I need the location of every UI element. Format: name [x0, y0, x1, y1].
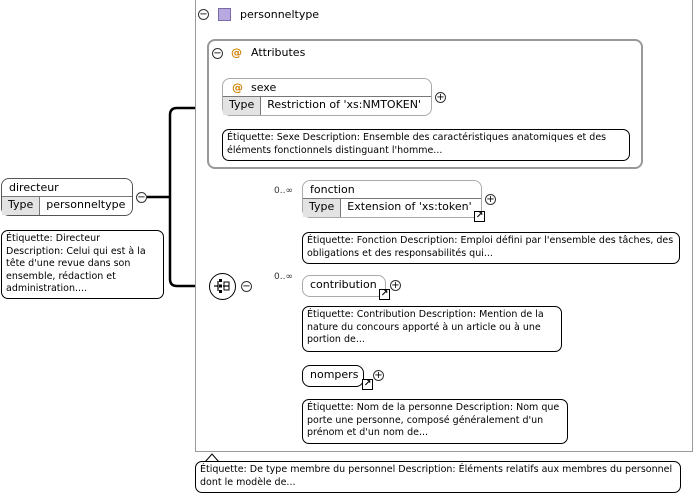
root-element-name: directeur [9, 181, 59, 194]
complex-type-note: Étiquette: De type membre du personnel D… [195, 461, 681, 493]
root-type-row: Type personneltype [2, 196, 132, 215]
type-label: Type [2, 197, 41, 215]
attribute-at-icon: @ [232, 81, 243, 94]
root-collapse-icon[interactable]: − [136, 192, 147, 203]
attribute-name: sexe [251, 81, 277, 94]
type-value: personneltype [46, 198, 126, 211]
sequence-compositor-icon[interactable] [209, 273, 236, 300]
child-element-name: nompers [310, 368, 359, 381]
complex-type-collapse-icon[interactable]: − [198, 9, 209, 20]
child-element-name: contribution [310, 278, 377, 291]
root-note: Étiquette: Directeur Description: Celui … [1, 230, 164, 299]
attribute-type-row: Type Restriction of 'xs:NMTOKEN' [223, 96, 431, 115]
root-element-directeur[interactable]: directeur Type personneltype [1, 178, 133, 216]
attributes-at-icon: @ [231, 46, 242, 59]
nompers-note: Étiquette: Nom de la personne Descriptio… [302, 399, 568, 444]
attributes-header: Attributes [251, 46, 306, 59]
contribution-occurrence: 0..∞ [274, 272, 293, 282]
complex-type-icon [218, 8, 231, 21]
type-value: Restriction of 'xs:NMTOKEN' [267, 98, 422, 111]
fonction-type-row: Type Extension of 'xs:token' [303, 198, 481, 217]
child-element-name: fonction [310, 183, 355, 196]
complex-type-name: personneltype [240, 8, 320, 21]
contribution-note: Étiquette: Contribution Description: Men… [302, 306, 562, 352]
attribute-sexe-note: Étiquette: Sexe Description: Ensemble de… [222, 129, 630, 161]
sequence-collapse-icon[interactable]: − [241, 281, 252, 292]
nompers-expand-icon[interactable]: + [373, 370, 384, 381]
child-element-fonction[interactable]: fonction Type Extension of 'xs:token' [302, 180, 482, 218]
attribute-expand-icon[interactable]: + [435, 92, 446, 103]
attribute-sexe[interactable]: @ sexe Type Restriction of 'xs:NMTOKEN' [222, 78, 432, 116]
fonction-note: Étiquette: Fonction Description: Emploi … [302, 232, 680, 264]
fonction-expand-icon[interactable]: + [485, 194, 496, 205]
contribution-expand-icon[interactable]: + [390, 280, 401, 291]
child-element-nompers[interactable]: nompers [302, 365, 364, 387]
type-value: Extension of 'xs:token' [347, 200, 472, 213]
child-element-contribution[interactable]: contribution [302, 275, 386, 297]
type-label: Type [303, 199, 342, 217]
fonction-reference-arrow-icon[interactable]: ↗ [474, 211, 485, 222]
type-label: Type [223, 97, 262, 115]
contribution-reference-arrow-icon[interactable]: ↗ [379, 289, 390, 300]
attributes-collapse-icon[interactable]: − [212, 48, 223, 59]
nompers-reference-arrow-icon[interactable]: ↗ [362, 379, 373, 390]
fonction-occurrence: 0..∞ [274, 186, 293, 196]
